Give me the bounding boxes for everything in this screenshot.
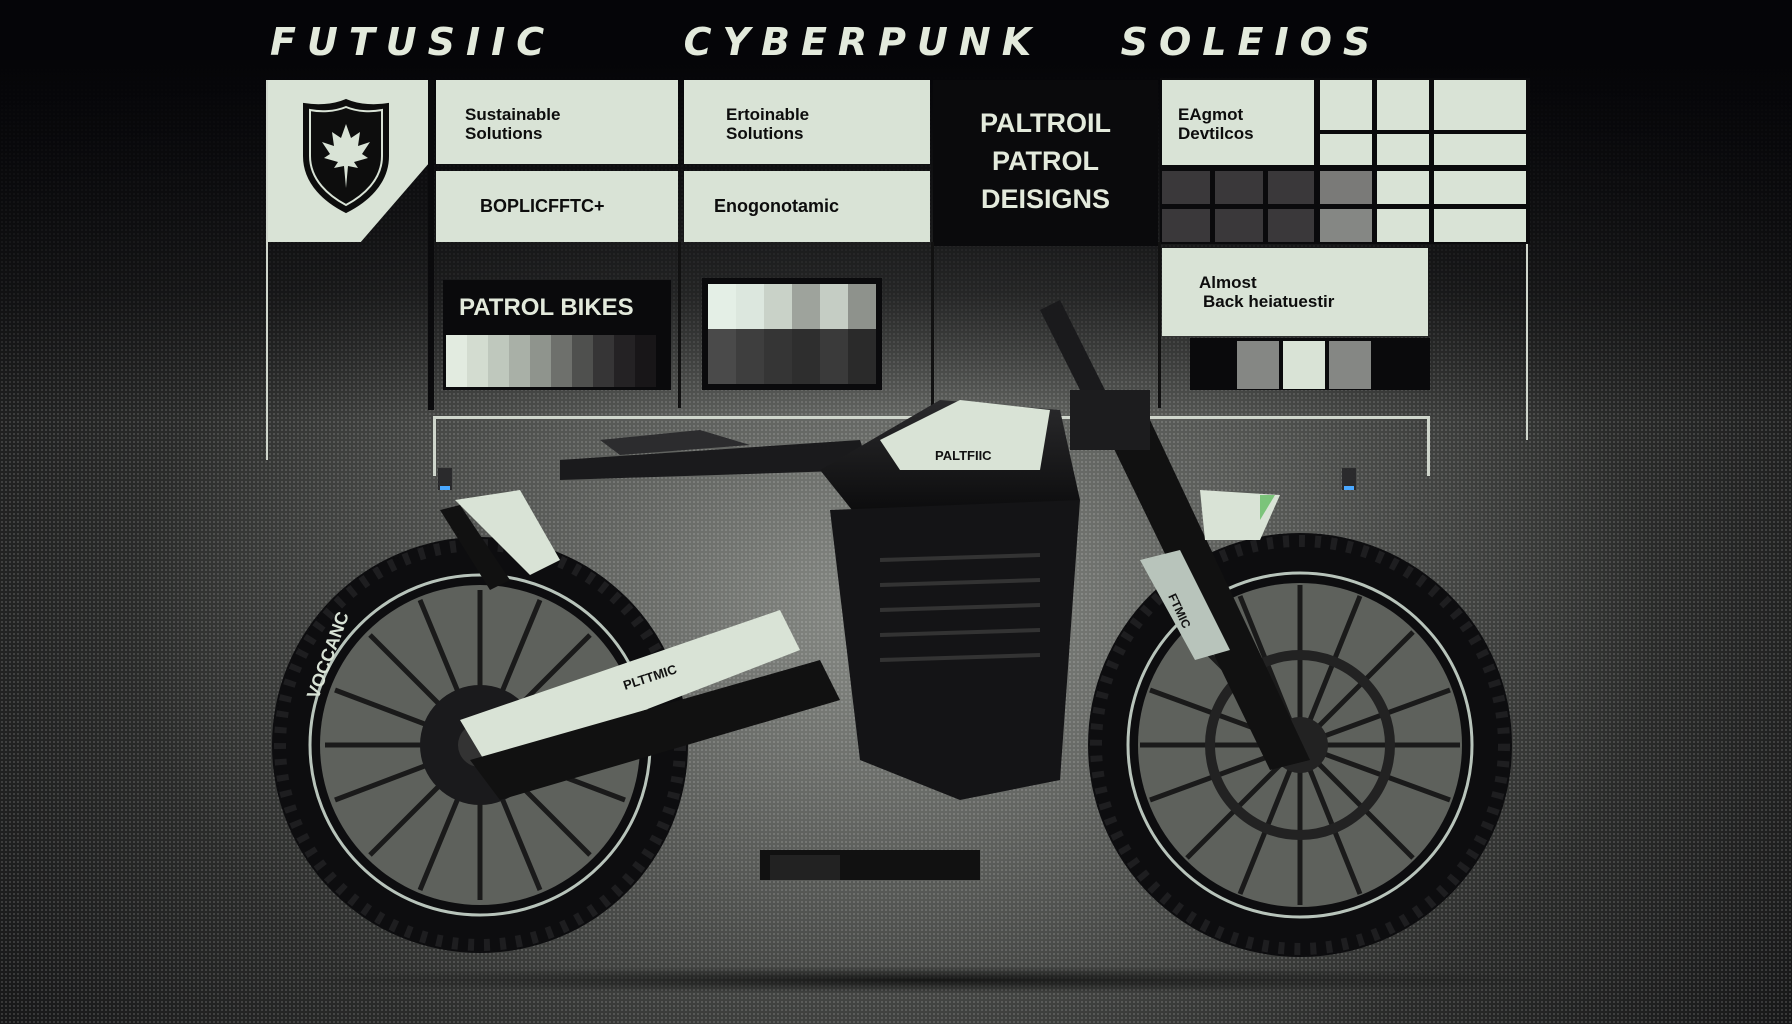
swatch-cell [1237,341,1279,389]
panel-text: BOPLICFFTC+ [480,196,605,216]
poster-title: FUTUSIIC CYBERPUNK SOLEIOS [270,20,1540,70]
bike-body: PALTFIIC PLTTMIC FTMIC [440,300,1310,880]
grid-cell [1377,134,1429,165]
frame-line-left [266,80,268,460]
grid-cell-dark [1268,171,1314,204]
title-word-2: CYBERPUNK [683,20,1043,64]
center-title-line: DEISIGNS [980,184,1111,214]
column-divider [931,242,934,408]
divider [428,80,434,410]
panel-text-line: Almost [1199,273,1257,292]
grid-cell [1434,134,1526,165]
grid-cell [1320,134,1372,165]
panel-almost-back: Almost Back heiatuestir [1162,248,1428,336]
panel-eagmot-devtilcos: EAgmot Devtilcos [1162,80,1314,165]
grid-cell-dark [1215,171,1263,204]
frame-line-drop-left [433,416,436,476]
svg-text:PALTFIIC: PALTFIIC [935,448,992,463]
grid-cell-dark [1162,171,1210,204]
center-title-line: PATROL [992,146,1099,176]
panel-enogonotamic: Enogonotamic [684,171,930,242]
column-divider [1158,242,1161,408]
panel-ertoinable-solutions: Ertoinable Solutions [684,80,930,164]
patrol-bikes-block: PATROL BIKES [443,280,671,390]
grid-cell [1434,171,1526,204]
panel-text-line: Ertoinable [726,105,810,124]
panel-boplicffc: BOPLICFFTC+ [436,171,678,242]
dark-swatch-row [708,329,876,384]
grid-cell-dark [1162,209,1210,242]
panel-text: Enogonotamic [714,196,839,216]
panel-text-line: Back heiatuestir [1203,292,1335,311]
frame-line-drop-right [1427,416,1430,476]
center-title-line: PALTROIL [980,108,1111,138]
gradient-swatch-block [702,278,882,390]
grayscale-swatch [446,335,656,387]
panel-text-line: Devtilcos [1178,124,1254,143]
column-divider [678,242,681,408]
grid-cell [1377,171,1429,204]
grid-cell [1434,80,1526,130]
panel-sustainable-solutions: Sustainable Solutions [436,80,678,164]
swatch-cell [1283,341,1325,389]
light-swatch-row [708,284,876,329]
grid-cell-dark [1215,209,1263,242]
frame-line-right [1526,80,1528,440]
maple-leaf-shield-icon [303,98,389,214]
grid-cell-dark [1268,209,1314,242]
title-word-3: SOLEIOS [1120,20,1382,64]
grid-cell [1377,80,1429,130]
swatch-cell [1329,341,1371,389]
grid-cell [1320,80,1372,130]
center-title-block: PALTROIL PATROL DEISIGNS [933,80,1158,246]
panel-text-line: Solutions [726,124,804,143]
panel-text-line: EAgmot [1178,105,1244,124]
patrol-bikes-label: PATROL BIKES [459,294,634,321]
title-word-1: FUTUSIIC [270,20,556,64]
grid-cell-mid [1320,209,1372,242]
grid-cell [1377,209,1429,242]
almost-swatch-block [1190,338,1430,390]
grid-cell-mid [1320,171,1372,204]
panel-text-line: Solutions [465,124,543,143]
grid-cell [1434,209,1526,242]
panel-text-line: Sustainable [465,105,561,124]
